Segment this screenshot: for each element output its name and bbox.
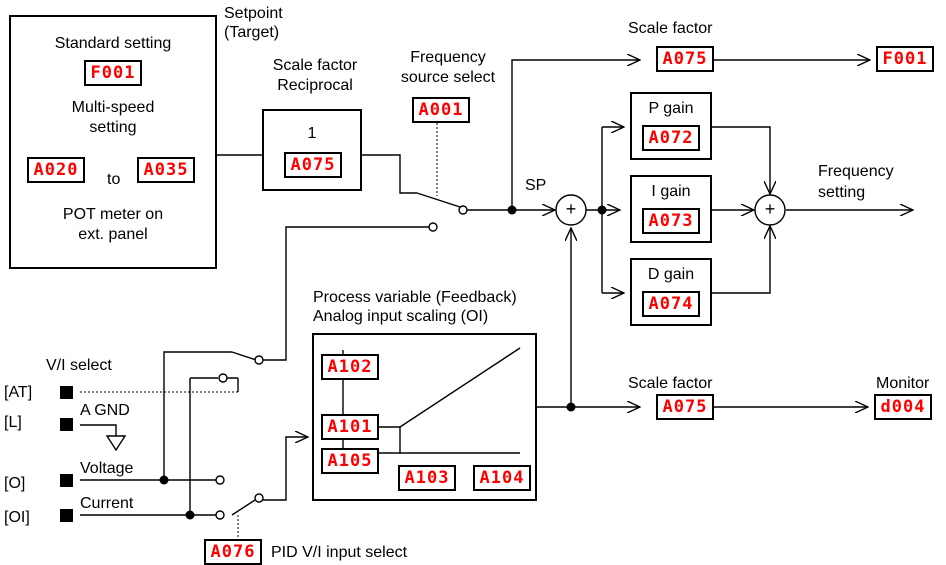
at-terminal [60, 386, 73, 399]
frequency-output-label: Frequency [818, 163, 894, 180]
ext-panel-label: ext. panel [78, 226, 148, 243]
to-label: to [107, 171, 121, 188]
output-sum-circle [754, 194, 786, 226]
a001-code: A001 [412, 97, 470, 123]
reciprocal-numerator: 1 [307, 125, 317, 142]
a104-code: A104 [473, 465, 531, 491]
setpoint-source-box [9, 15, 217, 269]
top-scale-factor-label: Scale factor [628, 20, 713, 37]
output-f001-code: F001 [876, 46, 934, 72]
a076-code: A076 [204, 539, 262, 565]
frequency-label: Frequency [410, 49, 486, 66]
a101-code: A101 [321, 414, 379, 440]
sp-sum-symbol: + [565, 199, 577, 219]
reciprocal-label: Reciprocal [277, 77, 353, 94]
a072-code: A072 [642, 125, 700, 151]
multi-speed-label: Multi-speed [71, 99, 155, 116]
d-gain-label: D gain [647, 266, 695, 283]
a073-code: A073 [642, 208, 700, 234]
l-terminal-label: [L] [4, 414, 22, 431]
current-label: Current [80, 495, 134, 512]
oi-terminal [60, 509, 73, 522]
standard-setting-label: Standard setting [54, 35, 172, 52]
d004-code: d004 [874, 394, 932, 420]
a035-code: A035 [137, 157, 195, 183]
o-terminal [60, 474, 73, 487]
setpoint-label: Setpoint [224, 5, 283, 22]
monitor-scale-factor-label: Scale factor [628, 375, 713, 392]
f001-code: F001 [84, 60, 142, 86]
a074-code: A074 [642, 291, 700, 317]
top-a075-code: A075 [656, 46, 714, 72]
a105-code: A105 [321, 448, 379, 474]
vi-select-label: V/I select [46, 357, 112, 374]
sp-label: SP [525, 177, 547, 194]
analog-scaling-box [312, 333, 537, 501]
a103-code: A103 [398, 465, 456, 491]
output-sum-symbol: + [764, 199, 776, 219]
a102-code: A102 [321, 354, 379, 380]
agnd-label: A GND [80, 402, 130, 419]
o-terminal-label: [O] [4, 475, 26, 492]
source-select-label: source select [400, 69, 496, 86]
p-gain-label: P gain [648, 100, 694, 117]
sp-sum-circle [555, 194, 587, 226]
oi-terminal-label: [OI] [4, 509, 30, 526]
pid-vi-input-select-label: PID V/I input select [271, 544, 408, 561]
l-terminal [60, 418, 73, 431]
voltage-label: Voltage [80, 460, 134, 477]
monitor-a075-code: A075 [656, 394, 714, 420]
at-terminal-label: [AT] [4, 384, 33, 401]
i-gain-label: I gain [651, 183, 691, 200]
scale-factor-label: Scale factor [272, 57, 358, 74]
reciprocal-a075-code: A075 [284, 152, 342, 178]
target-label: (Target) [224, 24, 280, 41]
pot-meter-label: POT meter on [62, 206, 164, 223]
frequency-setting-label: setting [818, 184, 866, 201]
analog-input-scaling-label: Analog input scaling (OI) [313, 308, 489, 325]
monitor-label: Monitor [876, 375, 930, 392]
reciprocal-box [262, 109, 362, 191]
multi-speed-setting-label: setting [89, 119, 137, 136]
a020-code: A020 [27, 157, 85, 183]
process-variable-label: Process variable (Feedback) [313, 289, 517, 306]
